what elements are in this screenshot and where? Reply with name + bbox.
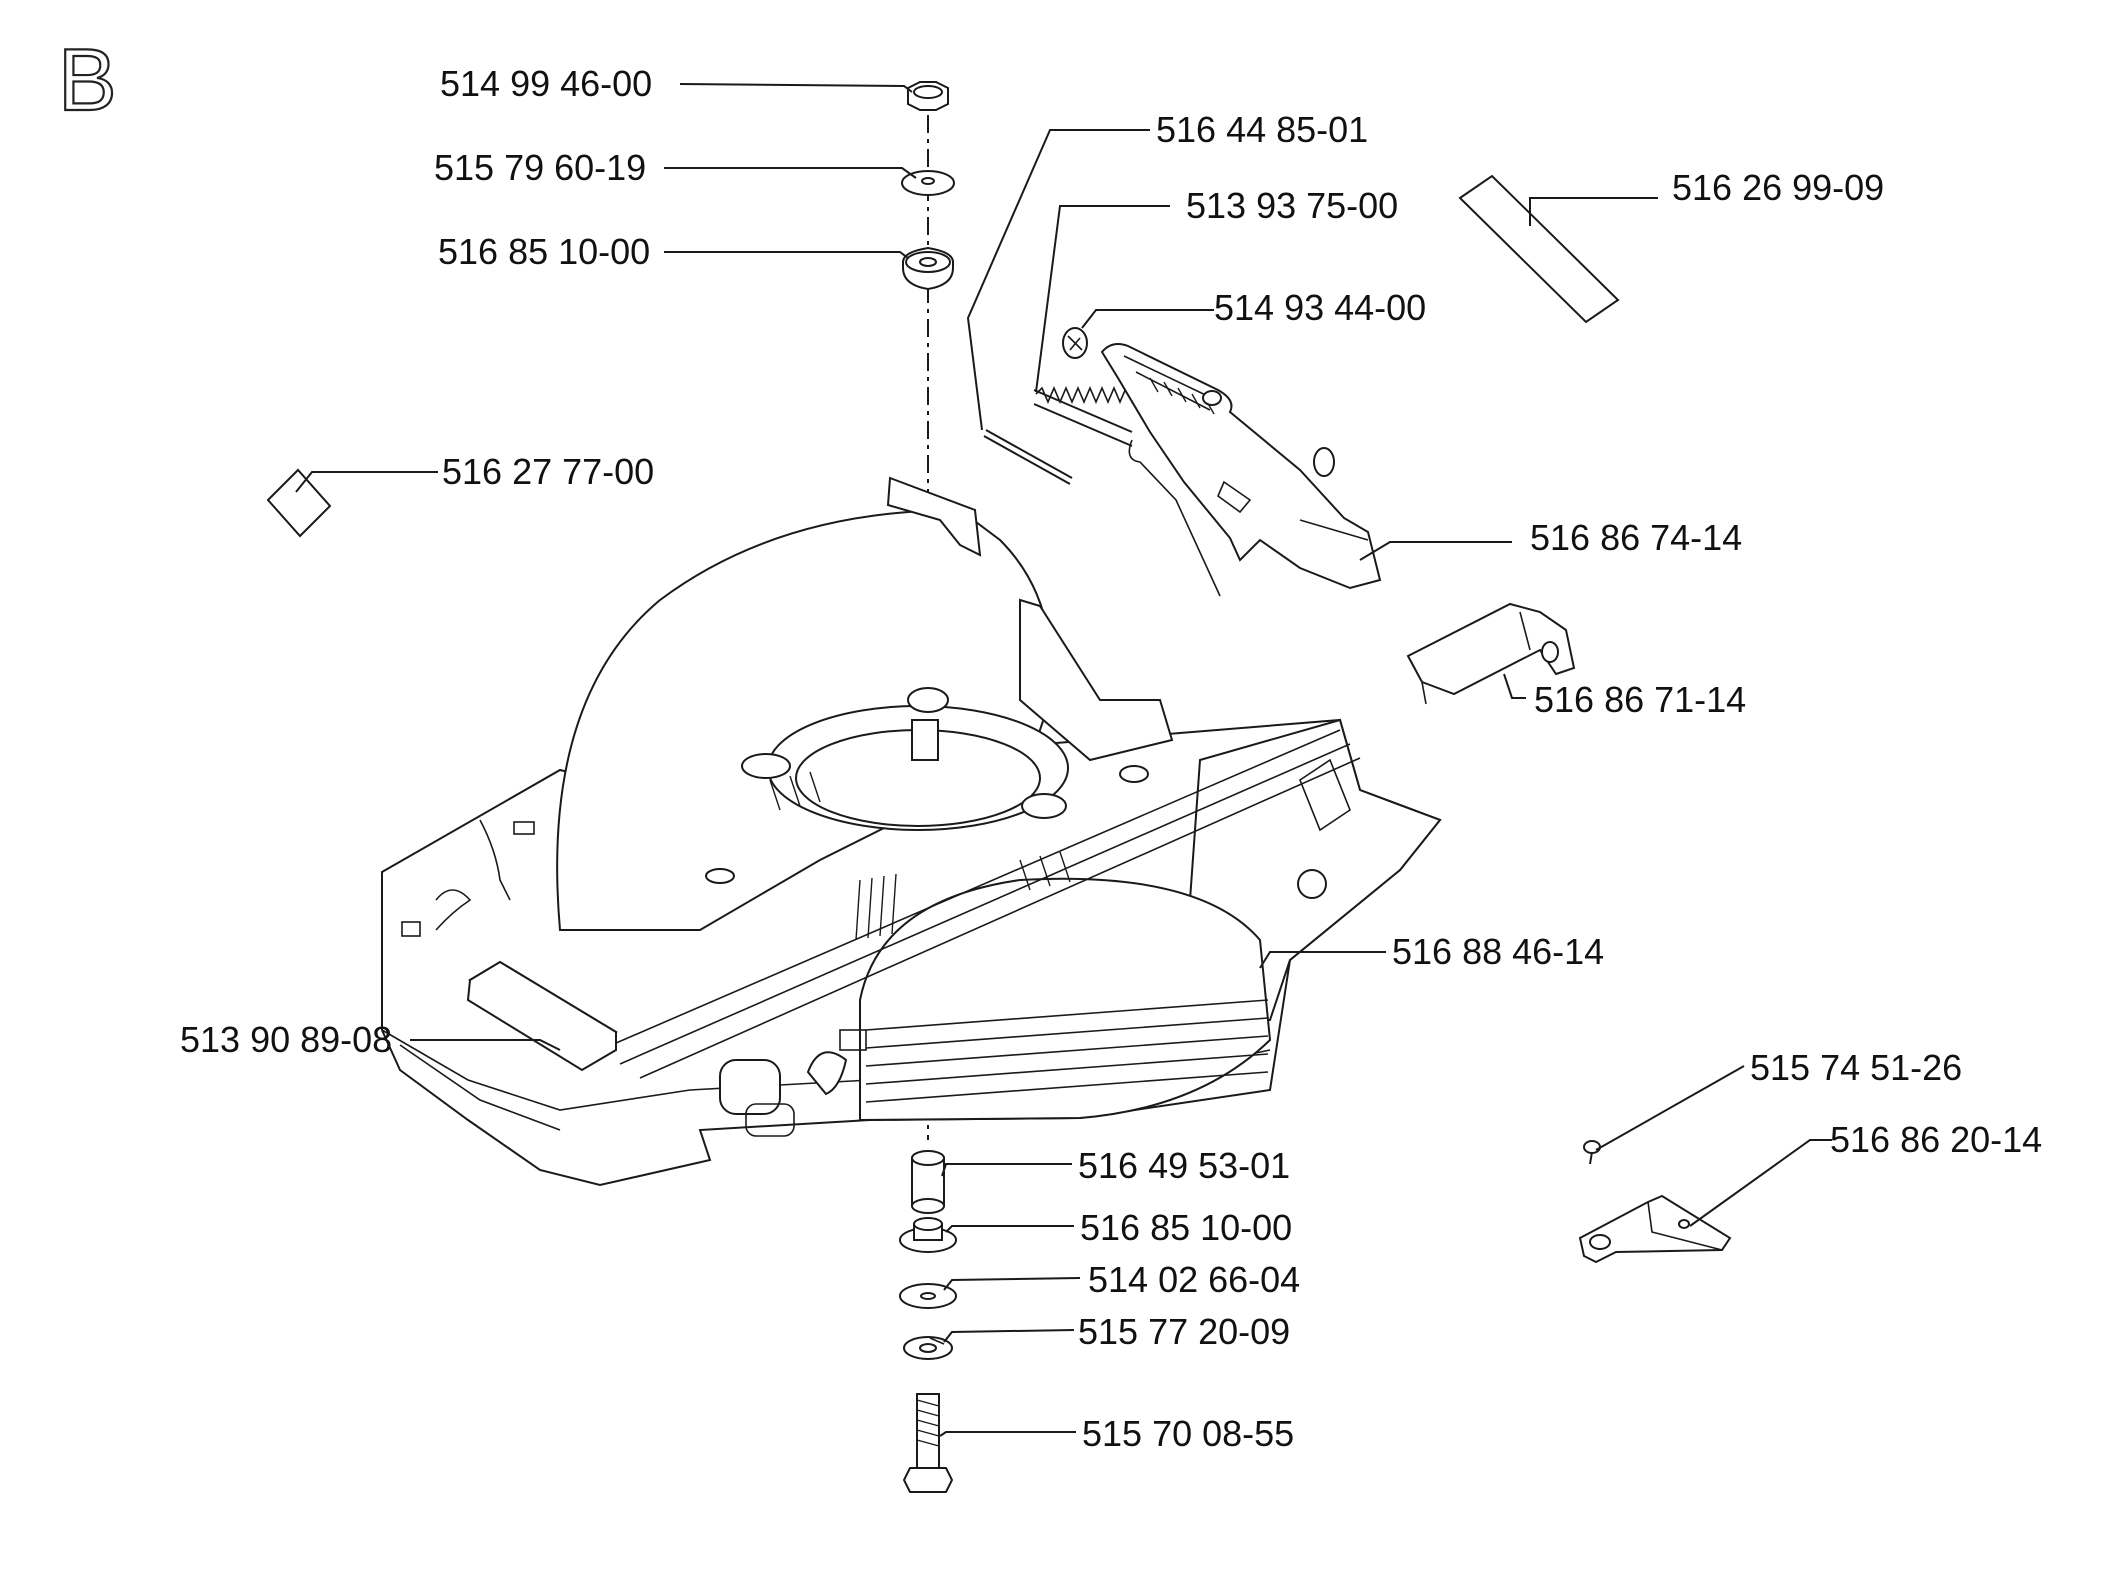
bolt-part: [902, 1393, 954, 1493]
rod-part: [983, 429, 1073, 485]
part-label-514-02-66-04: 514 02 66-04: [1088, 1259, 1300, 1300]
part-label-515-70-08-55: 515 70 08-55: [1082, 1413, 1294, 1454]
section-letter: B: [58, 30, 117, 129]
mower-deck-part: [381, 476, 1442, 1187]
rear-flap-bracket-part: [1100, 343, 1382, 590]
bushing-part-bottom: [899, 1217, 957, 1253]
part-label-516-26-99-09: 516 26 99-09: [1672, 167, 1884, 208]
decal-left-part: [266, 468, 332, 538]
part-label-515-79-60-19: 515 79 60-19: [434, 147, 646, 188]
part-label-516-86-71-14: 516 86 71-14: [1534, 679, 1746, 720]
leader-lines: [295, 83, 1832, 1437]
bushing-part-top: [902, 246, 954, 291]
part-label-516-44-85-01: 516 44 85-01: [1156, 109, 1368, 150]
part-label-513-93-75-00: 513 93 75-00: [1186, 185, 1398, 226]
part-label-513-90-89-08: 513 90 89-08: [180, 1019, 392, 1060]
part-label-515-74-51-26: 515 74 51-26: [1750, 1047, 1962, 1088]
lock-washer-part-bottom: [903, 1336, 953, 1360]
lever-part: [1578, 1194, 1732, 1264]
part-label-516-88-46-14: 516 88 46-14: [1392, 931, 1604, 972]
decal-right-part: [1458, 174, 1620, 324]
part-label-516-27-77-00: 516 27 77-00: [442, 451, 654, 492]
washer-part-bottom: [899, 1283, 957, 1309]
part-labels: 514 99 46-00 515 79 60-19 516 85 10-00 5…: [180, 63, 2042, 1454]
part-label-514-93-44-00: 514 93 44-00: [1214, 287, 1426, 328]
bracket-part: [1406, 602, 1576, 705]
screw-part: [1583, 1140, 1601, 1165]
part-label-514-99-46-00: 514 99 46-00: [440, 63, 652, 104]
part-label-516-85-10-00-bottom: 516 85 10-00: [1080, 1207, 1292, 1248]
part-label-516-86-74-14: 516 86 74-14: [1530, 517, 1742, 558]
part-label-516-85-10-00-top: 516 85 10-00: [438, 231, 650, 272]
part-label-516-49-53-01: 516 49 53-01: [1078, 1145, 1290, 1186]
nut-part: [907, 81, 949, 111]
part-label-516-86-20-14: 516 86 20-14: [1830, 1119, 2042, 1160]
lock-washer-part: [1062, 327, 1088, 359]
spacer-part: [911, 1150, 945, 1214]
part-label-515-77-20-09: 515 77 20-09: [1078, 1311, 1290, 1352]
